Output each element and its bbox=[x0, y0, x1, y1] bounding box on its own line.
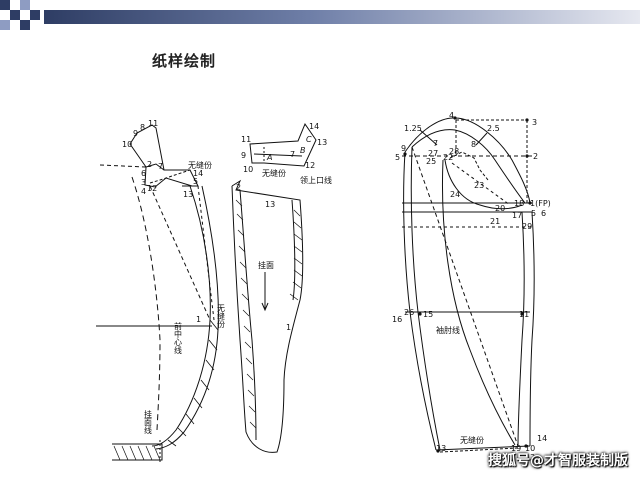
front-pt-12: 12 bbox=[147, 184, 157, 193]
front-piece bbox=[96, 124, 219, 462]
sleeve-pt-3: 3 bbox=[532, 118, 537, 127]
sleeve-pt-2: 2 bbox=[533, 152, 538, 161]
collar-pt-C: C bbox=[306, 135, 312, 144]
collar-pt-A: A bbox=[266, 153, 272, 162]
front-pt-4: 4 bbox=[141, 187, 146, 196]
sleeve-pt-28: 28 bbox=[449, 147, 459, 156]
sleeve-pt-27: 27 bbox=[428, 149, 438, 158]
header-squares bbox=[0, 0, 40, 30]
sleeve-pt-26: 26 bbox=[404, 308, 414, 317]
sleeve-pt-9: 9 bbox=[401, 144, 406, 153]
collar-piece bbox=[249, 122, 317, 167]
sleeve-dim-25: 2.5 bbox=[487, 124, 500, 133]
sleeve-pt-11: 11 bbox=[519, 310, 529, 319]
front-pt-1: 1 bbox=[196, 315, 201, 324]
sleeve-pt-20: 20 bbox=[495, 204, 505, 213]
front-pt-11: 11 bbox=[148, 119, 158, 128]
facing-labels: 2 13 1 挂面 bbox=[236, 183, 291, 332]
sleeve-pt-13: 13 bbox=[436, 444, 446, 453]
sleeve-pt-1fp: 1(FP) bbox=[530, 199, 551, 208]
front-pt-13: 13 bbox=[183, 190, 193, 199]
sleeve-pt-23: 23 bbox=[474, 181, 484, 190]
front-pt-3: 3 bbox=[141, 178, 146, 187]
collar-pt-13: 13 bbox=[317, 138, 327, 147]
sleeve-pt-16: 16 bbox=[392, 315, 402, 324]
front-pt-14: 14 bbox=[193, 169, 203, 178]
facing-piece bbox=[231, 179, 304, 453]
sleeve-pt-29: 29 bbox=[522, 222, 532, 231]
collar-pt-9: 9 bbox=[241, 151, 246, 160]
sleeve-labels: 4 3 2 1.25 2.5 7 8 9 5 27 28 25 22 23 24… bbox=[392, 111, 551, 462]
sleeve-noseam: 无缝份 bbox=[460, 435, 484, 445]
sleeve-pt-7: 7 bbox=[433, 139, 438, 148]
sleeve-dim-125: 1.25 bbox=[404, 124, 422, 133]
front-pt-7: 7 bbox=[158, 162, 163, 171]
front-pt-9: 9 bbox=[133, 129, 138, 138]
sleeve-pt-12: 12 bbox=[525, 453, 535, 462]
header-decoration bbox=[0, 0, 640, 34]
front-pt-8: 8 bbox=[140, 123, 145, 132]
collar-pt-11: 11 bbox=[241, 135, 251, 144]
facing-pt-13: 13 bbox=[265, 200, 275, 209]
sleeve-piece bbox=[402, 117, 535, 453]
front-labels: 11 8 9 10 2 7 6 3 12 4 14 5 13 1 无缝份 bbox=[122, 119, 212, 324]
sleeve-elbow-label: 袖肘线 bbox=[436, 325, 460, 335]
collar-pt-B: B bbox=[300, 146, 306, 155]
front-pt-5: 5 bbox=[193, 177, 198, 186]
collar-edge-label: 领上口线 bbox=[300, 175, 332, 185]
collar-pt-14: 14 bbox=[309, 122, 319, 131]
facing-pt-2: 2 bbox=[236, 183, 241, 192]
sleeve-pt-0: 5 bbox=[531, 209, 536, 218]
watermark: 搜狐号@才智服装制版 bbox=[488, 453, 628, 469]
center-front-line-label: 前中心线 bbox=[174, 321, 183, 354]
facing-label: 挂面 bbox=[258, 260, 274, 270]
sleeve-pt-22: 22 bbox=[443, 153, 453, 162]
facing-pt-1: 1 bbox=[286, 323, 291, 332]
sleeve-pt-15: 15 bbox=[423, 310, 433, 319]
sleeve-pt-4: 4 bbox=[449, 111, 454, 120]
collar-noseam: 无缝份 bbox=[262, 168, 286, 178]
sleeve-pt-24: 24 bbox=[450, 190, 460, 199]
sleeve-pt-10: 10 bbox=[525, 444, 535, 453]
collar-pt-10: 10 bbox=[243, 165, 253, 174]
page-title: 纸样绘制 bbox=[152, 52, 217, 70]
sleeve-pt-21: 21 bbox=[490, 217, 500, 226]
sleeve-pt-6: 6 bbox=[541, 209, 546, 218]
sleeve-pt-17: 17 bbox=[512, 211, 522, 220]
sleeve-pt-25: 25 bbox=[426, 157, 436, 166]
sleeve-pt-19: 19 bbox=[511, 444, 521, 453]
front-vertical-labels: 无缝份 前中心线 挂面线 bbox=[144, 304, 226, 434]
sleeve-pt-5: 5 bbox=[395, 153, 400, 162]
front-pt-2: 2 bbox=[147, 160, 152, 169]
collar-pt-7: 7 bbox=[290, 150, 295, 159]
collar-pt-12: 12 bbox=[305, 161, 315, 170]
front-pt-6: 6 bbox=[141, 169, 146, 178]
sleeve-points bbox=[403, 116, 532, 453]
header-bar bbox=[44, 10, 640, 24]
sleeve-pt-8: 8 bbox=[471, 140, 476, 149]
sleeve-pt-18: 18 bbox=[514, 199, 524, 208]
front-noseam-top: 无缝份 bbox=[188, 160, 212, 170]
collar-labels: 11 9 10 14 13 C B 7 A 12 无缝份 领上口线 bbox=[241, 122, 332, 185]
sleeve-pt-14: 14 bbox=[537, 434, 547, 443]
front-pt-10: 10 bbox=[122, 140, 132, 149]
facing-line-label: 挂面线 bbox=[144, 409, 153, 434]
front-noseam-side: 无缝份 bbox=[217, 304, 226, 329]
